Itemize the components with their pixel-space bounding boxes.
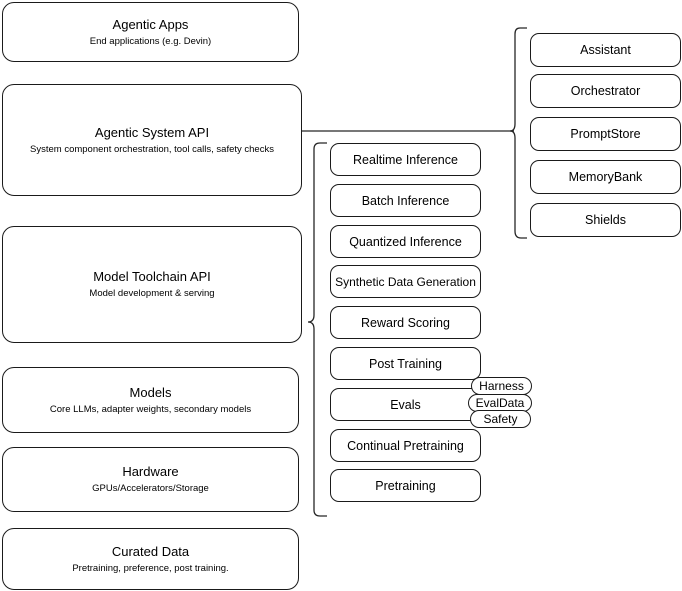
layer-card-hardware[interactable]: Hardware GPUs/Accelerators/Storage [2,447,299,512]
toolchain-chip-reward-scoring[interactable]: Reward Scoring [330,306,481,339]
toolchain-chip-pretraining[interactable]: Pretraining [330,469,481,502]
toolchain-chip-batch-inference[interactable]: Batch Inference [330,184,481,217]
bracket-system-components [509,27,527,239]
layer-title: Agentic Apps [112,16,189,32]
toolchain-chip-evals[interactable]: Evals [330,388,481,421]
layer-subtitle: Core LLMs, adapter weights, secondary mo… [49,403,252,415]
layer-subtitle: System component orchestration, tool cal… [30,143,274,155]
system-chip-assistant[interactable]: Assistant [530,33,681,67]
layer-subtitle: End applications (e.g. Devin) [89,35,212,47]
system-chip-shields[interactable]: Shields [530,203,681,237]
system-chip-memorybank[interactable]: MemoryBank [530,160,681,194]
layer-title: Model Toolchain API [93,269,211,284]
toolchain-chip-realtime-inference[interactable]: Realtime Inference [330,143,481,176]
layer-card-models[interactable]: Models Core LLMs, adapter weights, secon… [2,367,299,433]
bracket-toolchain-components [307,142,327,517]
toolchain-chip-synthetic-data-generation[interactable]: Synthetic Data Generation [330,265,481,298]
layer-card-agentic-apps[interactable]: Agentic Apps End applications (e.g. Devi… [2,2,299,62]
toolchain-chip-continual-pretraining[interactable]: Continual Pretraining [330,429,481,462]
layer-title: Agentic System API [94,124,210,140]
layer-subtitle: GPUs/Accelerators/Storage [92,483,209,494]
system-chip-orchestrator[interactable]: Orchestrator [530,74,681,108]
eval-tag-harness[interactable]: Harness [471,377,532,395]
toolchain-chip-quantized-inference[interactable]: Quantized Inference [330,225,481,258]
layer-card-curated-data[interactable]: Curated Data Pretraining, preference, po… [2,528,299,590]
toolchain-chip-post-training[interactable]: Post Training [330,347,481,380]
layer-title: Models [129,384,172,400]
layer-title: Curated Data [111,543,190,559]
layer-subtitle: Model development & serving [89,288,215,299]
layer-card-model-toolchain-api[interactable]: Model Toolchain API Model development & … [2,226,302,343]
layer-card-agentic-system-api[interactable]: Agentic System API System component orch… [2,84,302,196]
eval-tag-safety[interactable]: Safety [470,410,531,428]
system-chip-promptstore[interactable]: PromptStore [530,117,681,151]
layer-title: Hardware [122,464,179,479]
layer-subtitle: Pretraining, preference, post training. [72,562,229,574]
